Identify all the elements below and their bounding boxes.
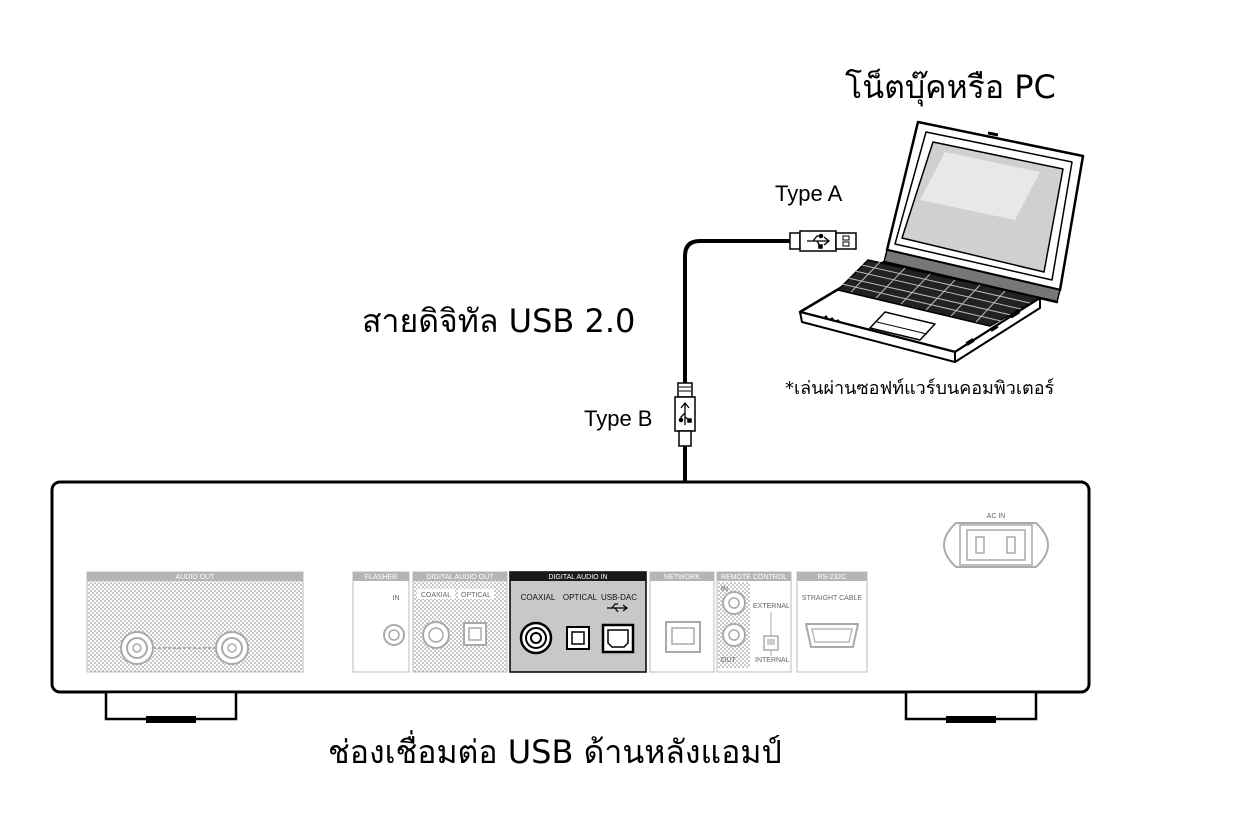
network-label: NETWORK — [664, 574, 700, 581]
flasher-label: FLASHER — [365, 574, 397, 581]
usb-type-b-plug-icon — [674, 382, 696, 447]
rs232c-section: RS-232C STRAIGHT CABLE — [796, 571, 868, 673]
dao-optical-label: OPTICAL — [461, 592, 491, 599]
rs232c-label: RS-232C — [818, 574, 847, 581]
network-section: NETWORK — [649, 571, 715, 673]
digital-audio-out-section: DIGITAL AUDIO OUT COAXIAL OPTICAL — [412, 571, 508, 673]
remote-control-label: REMOTE CONTROL — [721, 574, 787, 581]
rc-external-label: EXTERNAL — [753, 603, 790, 610]
amplifier-foot-left — [104, 690, 238, 723]
type-a-label: Type A — [775, 181, 843, 206]
usb-cable — [683, 239, 790, 384]
rc-internal-label: INTERNAL — [755, 657, 790, 664]
ac-in-section: AC IN — [943, 513, 1049, 568]
rc-out-label: OUT — [721, 657, 737, 664]
laptop-icon — [798, 120, 1085, 363]
flasher-in-label: IN — [393, 595, 400, 602]
bottom-caption: ช่องเชื่อมต่อ USB ด้านหลังแอมป์ — [328, 730, 782, 771]
cable-title: สายดิจิทัล USB 2.0 — [362, 302, 635, 340]
digital-audio-in-section: DIGITAL AUDIO IN COAXIAL OPTICAL USB-DAC — [509, 571, 647, 673]
usb-dac-symbol-icon — [607, 603, 628, 613]
dai-coaxial-label: COAXIAL — [521, 593, 556, 602]
usb-type-a-plug-icon — [789, 230, 857, 252]
software-note: *เล่นผ่านซอฟท์แวร์บนคอมพิวเตอร์ — [785, 378, 1055, 399]
amplifier-foot-right — [904, 690, 1038, 723]
rc-in-label: IN — [721, 586, 728, 593]
laptop-title: โน็ตบุ๊คหรือ PC — [845, 68, 1056, 107]
flasher-section: FLASHER IN — [352, 571, 410, 673]
dao-coaxial-label: COAXIAL — [421, 592, 451, 599]
audio-out-section: AUDIO OUT — [86, 571, 304, 673]
audio-out-label: AUDIO OUT — [176, 574, 216, 581]
digital-audio-out-label: DIGITAL AUDIO OUT — [427, 574, 495, 581]
remote-control-section: REMOTE CONTROL IN OUT EXTERNAL INTERNAL — [716, 571, 792, 673]
type-b-label: Type B — [584, 406, 652, 431]
digital-audio-in-label: DIGITAL AUDIO IN — [548, 574, 607, 581]
optical-in-jack — [566, 626, 590, 650]
dai-optical-label: OPTICAL — [563, 593, 598, 602]
straight-cable-label: STRAIGHT CABLE — [802, 595, 862, 602]
dai-usb-dac-label: USB-DAC — [601, 593, 637, 602]
ac-in-label: AC IN — [987, 513, 1006, 520]
